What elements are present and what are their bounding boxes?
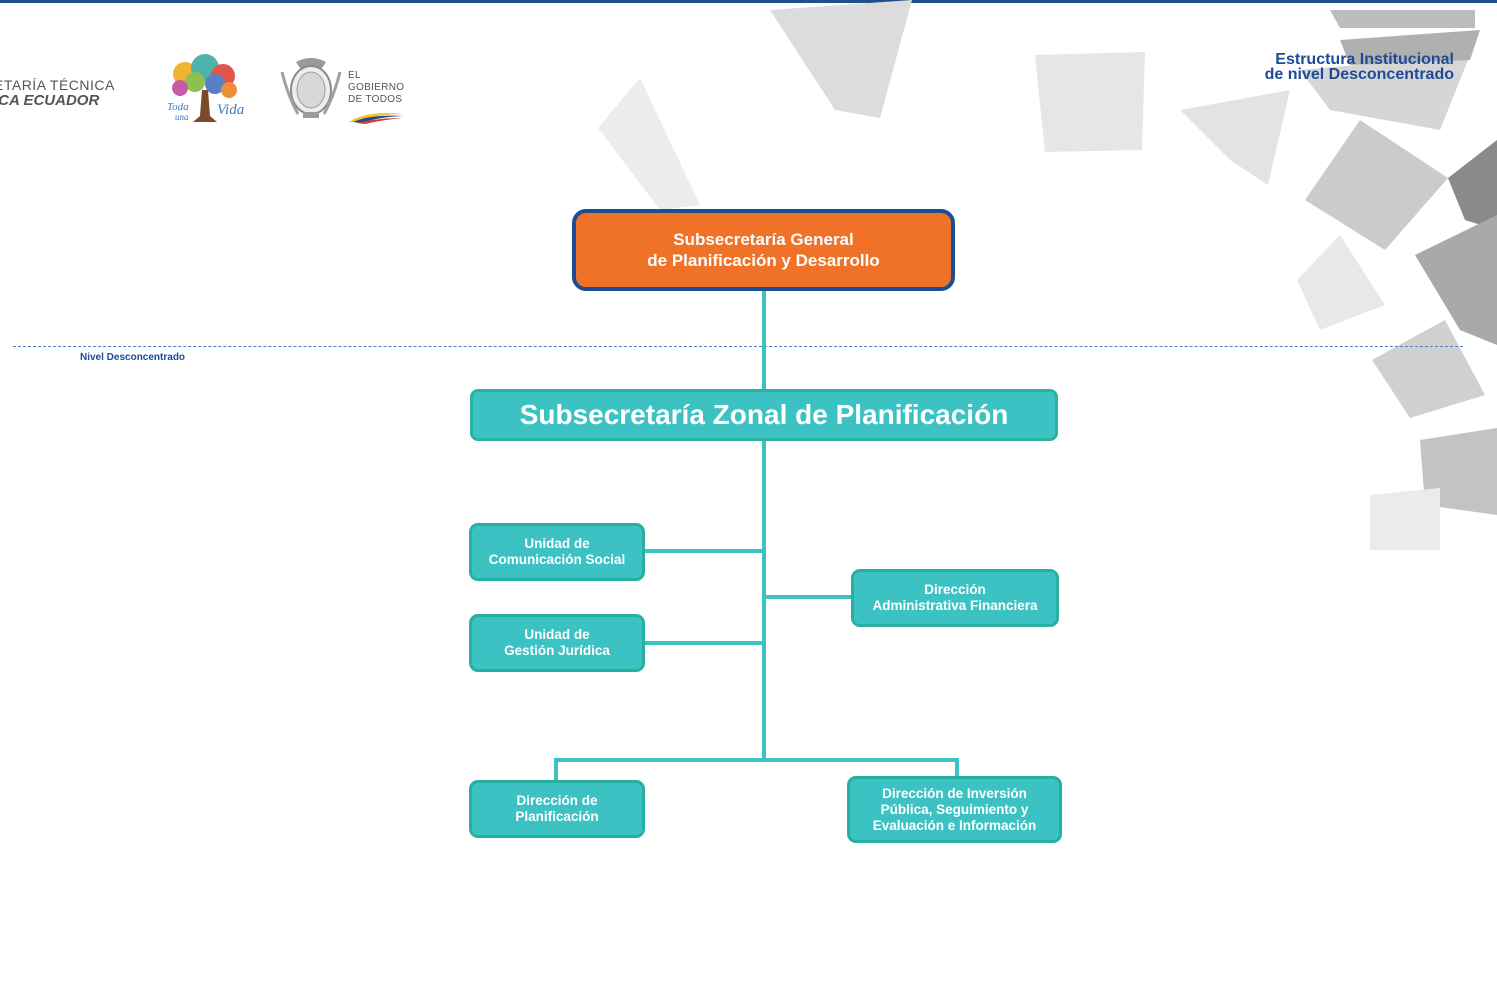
box-label-line: Evaluación e Información (872, 817, 1037, 833)
box-label: Subsecretaría Zonal de Planificación (519, 399, 1009, 430)
svg-text:Toda: Toda (167, 101, 189, 113)
box-subsecretaria-general: Subsecretaría General de Planificación y… (572, 209, 955, 291)
svg-text:una: una (175, 112, 189, 122)
connector-bottom-branch (554, 758, 959, 781)
box-label-line: Administrativa Financiera (872, 598, 1038, 613)
box-label-line: de Planificación y Desarrollo (647, 251, 880, 270)
page-title-line2: de nivel Desconcentrado (1264, 66, 1454, 83)
gobierno-line3: DE TODOS (348, 94, 403, 105)
box-unidad-gestion-juridica: Unidad de Gestión Jurídica (469, 614, 645, 672)
box-direccion-inversion-publica: Dirección de Inversión Pública, Seguimie… (847, 776, 1062, 843)
box-direccion-administrativa-financiera: Dirección Administrativa Financiera (851, 569, 1059, 627)
page-title-line1: Estructura Institucional (1275, 51, 1454, 68)
box-label-line: Pública, Seguimiento y (880, 801, 1029, 817)
gobierno-line2: GOBIERNO (348, 82, 405, 93)
logo-text-line1: ETARÍA TÉCNICA (0, 77, 115, 93)
box-label-line: Dirección de (516, 793, 598, 808)
box-label-line: Dirección (924, 582, 986, 597)
box-direccion-planificacion: Dirección de Planificación (469, 780, 645, 838)
box-unidad-comunicacion-social: Unidad de Comunicación Social (469, 523, 645, 581)
ecuador-coat-of-arms-logo (280, 58, 342, 118)
page-title: Estructura Institucional de nivel Descon… (1264, 51, 1454, 83)
el-gobierno-de-todos-logo: EL GOBIERNO DE TODOS (348, 70, 404, 106)
box-label-line: Unidad de (524, 536, 590, 551)
logo-text-line2: ICA ECUADOR (0, 92, 100, 109)
svg-text:Vida: Vida (217, 102, 244, 118)
gobierno-line1: EL (348, 70, 361, 81)
box-label-line: Unidad de (524, 627, 590, 642)
box-label-line: Subsecretaría General (673, 230, 854, 249)
box-label-line: Comunicación Social (488, 552, 626, 567)
box-label-line: Gestión Jurídica (504, 643, 610, 658)
box-subsecretaria-zonal: Subsecretaría Zonal de Planificación (470, 389, 1058, 441)
secretaria-tecnica-logo: ETARÍA TÉCNICA ICA ECUADOR (0, 77, 115, 109)
level-label: Nivel Desconcentrado (80, 352, 186, 363)
flag-swoosh-icon (349, 113, 403, 124)
level-divider (13, 346, 1463, 347)
top-border (0, 0, 1497, 3)
box-label-line: Planificación (515, 809, 599, 824)
toda-una-vida-logo: Toda una Vida (167, 54, 244, 122)
box-label-line: Dirección de Inversión (882, 785, 1027, 801)
